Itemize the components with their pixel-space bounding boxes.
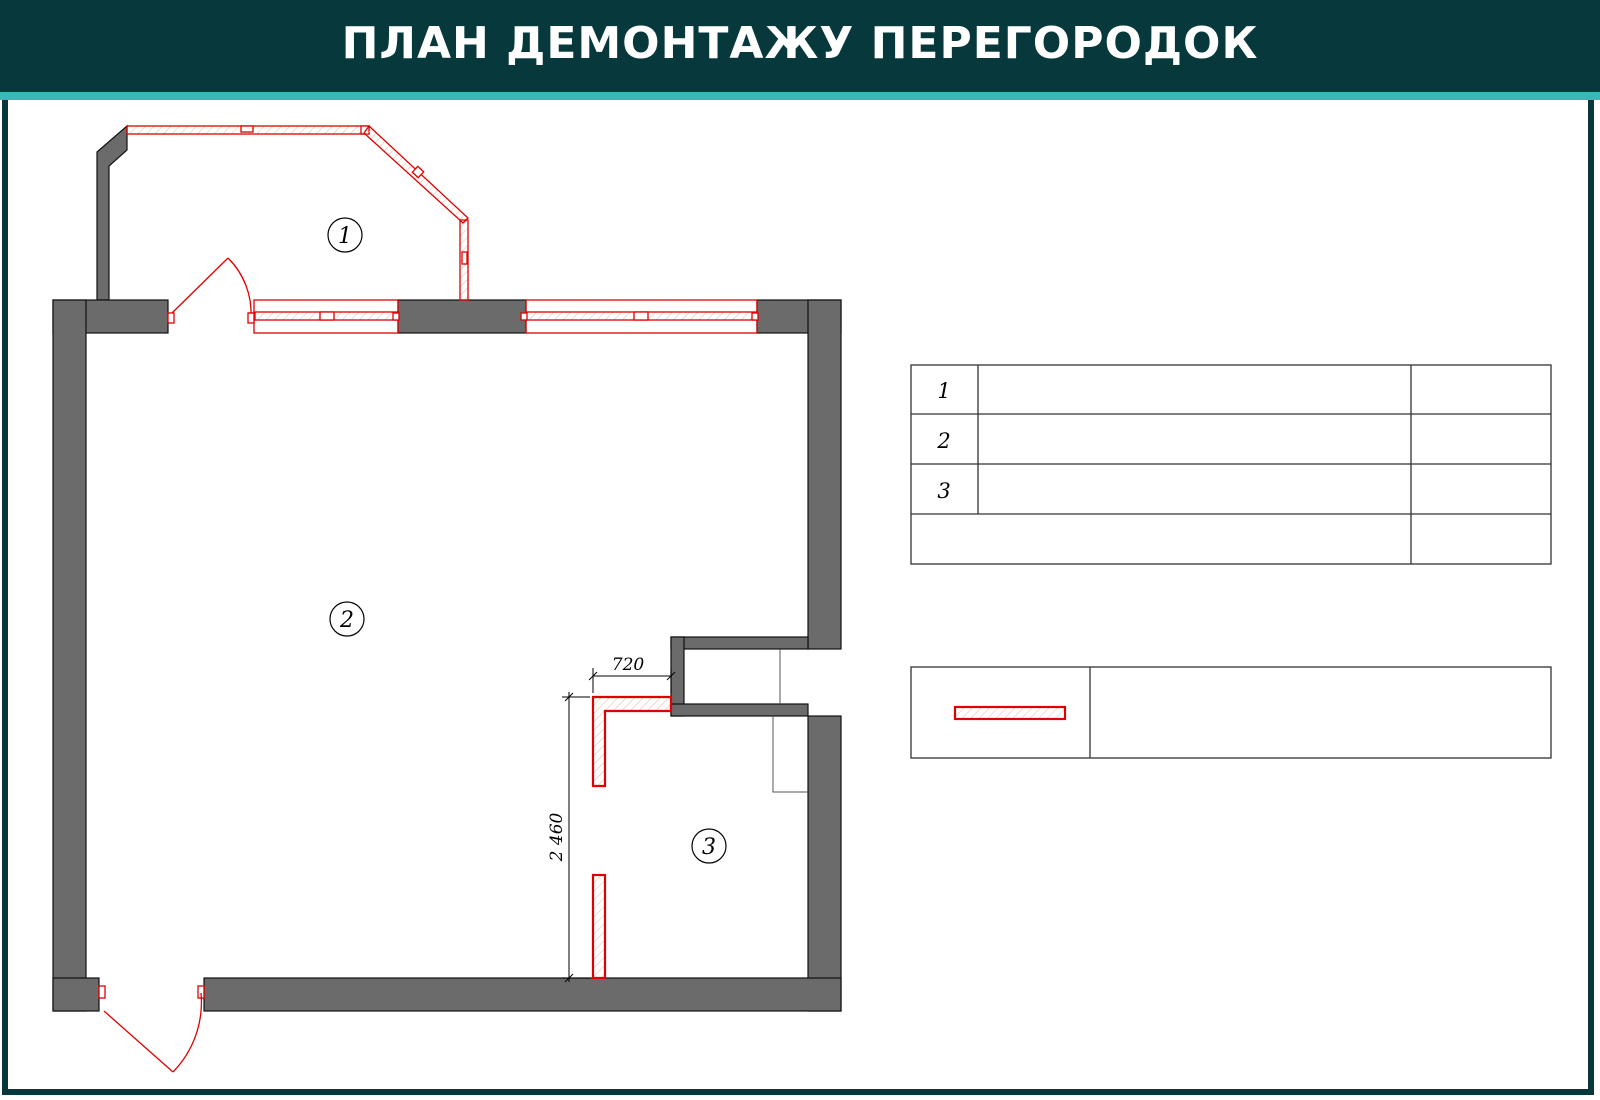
balcony-left-wall	[96, 124, 128, 301]
legend-table	[910, 666, 1552, 759]
page-title: ПЛАН ДЕМОНТАЖУ ПЕРЕГОРОДОК	[341, 17, 1259, 69]
explication-table	[910, 364, 1552, 565]
entrance-door	[98, 985, 205, 1073]
page-header: ПЛАН ДЕМОНТАЖУ ПЕРЕГОРОДОК	[0, 0, 1600, 92]
right-wall-lower	[807, 715, 842, 1012]
dimension-horizontal: 720	[612, 655, 645, 675]
room-marker-1: 1	[327, 217, 363, 253]
table-row-number: 3	[937, 479, 950, 503]
room-marker-2: 2	[329, 601, 365, 637]
left-wall	[52, 299, 87, 1012]
room-number: 3	[702, 835, 716, 860]
balcony-door	[167, 257, 255, 324]
dimension-lines	[562, 668, 676, 983]
bottom-wall-left	[52, 977, 100, 1012]
room-number: 1	[338, 224, 352, 249]
dimension-vertical: 2 460	[547, 812, 567, 862]
right-wall-upper	[807, 299, 842, 650]
table-row-number: 1	[937, 379, 950, 403]
balcony-glazing	[98, 125, 759, 1073]
partition-lower	[591, 873, 607, 980]
plumbing-lines	[772, 649, 808, 793]
partitions-to-demolish	[591, 695, 673, 980]
shaft-wall-bottom	[670, 703, 809, 717]
shaft-wall-top	[670, 636, 809, 650]
top-wall-pillar	[397, 299, 527, 334]
page-frame	[2, 100, 1594, 1095]
table-row-number: 2	[936, 429, 950, 453]
legend-demolish-swatch	[953, 705, 1067, 721]
partition-l-shaped	[591, 695, 673, 788]
bottom-wall-right	[203, 977, 842, 1012]
header-accent-bar	[0, 92, 1600, 100]
room-number: 2	[339, 608, 354, 633]
room-marker-3: 3	[691, 828, 727, 864]
bearing-walls	[52, 124, 842, 1012]
